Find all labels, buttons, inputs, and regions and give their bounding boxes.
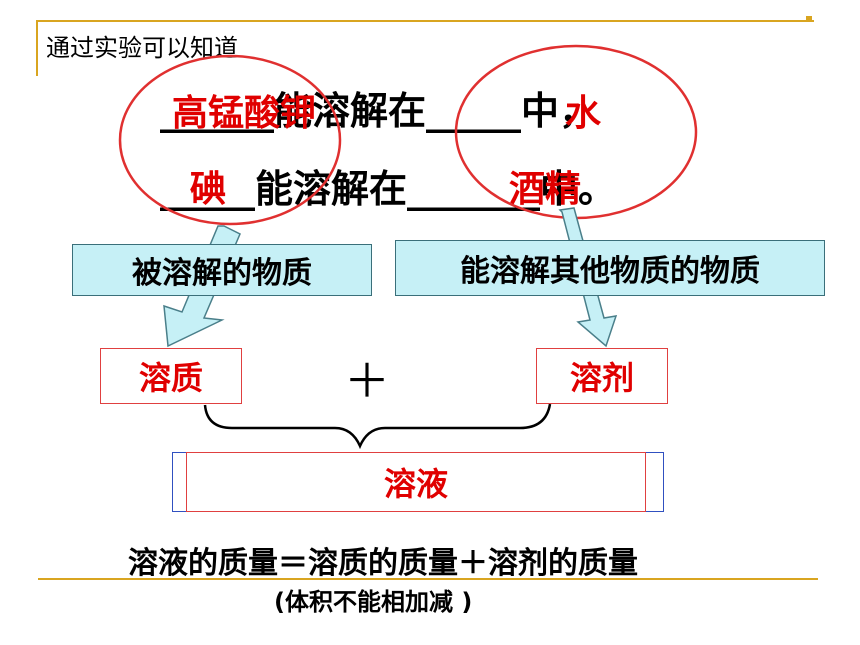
curly-brace xyxy=(203,403,552,450)
solute-box: 溶质 xyxy=(100,348,242,404)
mass-formula: 溶液的质量＝溶质的质量＋溶剂的质量 xyxy=(128,546,638,581)
left-rule xyxy=(36,20,38,76)
solute-definition-box: 被溶解的物质 xyxy=(72,244,372,296)
blank-3: _____ xyxy=(160,167,255,211)
answer-alcohol: 酒精 xyxy=(508,169,581,210)
sentence1-end: 中， xyxy=(521,89,598,133)
bottom-rule xyxy=(38,578,818,580)
answer-water: 水 xyxy=(564,93,601,134)
sentence-line-1: ______能溶解在_____中， xyxy=(160,80,597,135)
plus-sign: ＋ xyxy=(344,354,390,408)
top-rule xyxy=(38,20,814,22)
answer-potassium-permanganate: 高锰酸钾 xyxy=(171,93,316,134)
solute-circle xyxy=(118,54,342,226)
top-right-marker xyxy=(806,16,812,22)
sentence1-middle: 能溶解在 xyxy=(274,89,427,133)
solvent-box: 溶剂 xyxy=(536,348,668,404)
solvent-circle xyxy=(454,44,698,220)
blank-4: _______ xyxy=(407,167,541,211)
answer-iodine: 碘 xyxy=(189,169,226,210)
sentence2-end: 中。 xyxy=(540,167,617,211)
blank-1: ______ xyxy=(160,89,274,133)
blank-2: _____ xyxy=(426,89,522,133)
solvent-definition-box: 能溶解其他物质的物质 xyxy=(395,240,825,296)
solution-box: 溶液 xyxy=(186,452,646,512)
volume-note: (体积不能相加减 ) xyxy=(274,588,473,616)
